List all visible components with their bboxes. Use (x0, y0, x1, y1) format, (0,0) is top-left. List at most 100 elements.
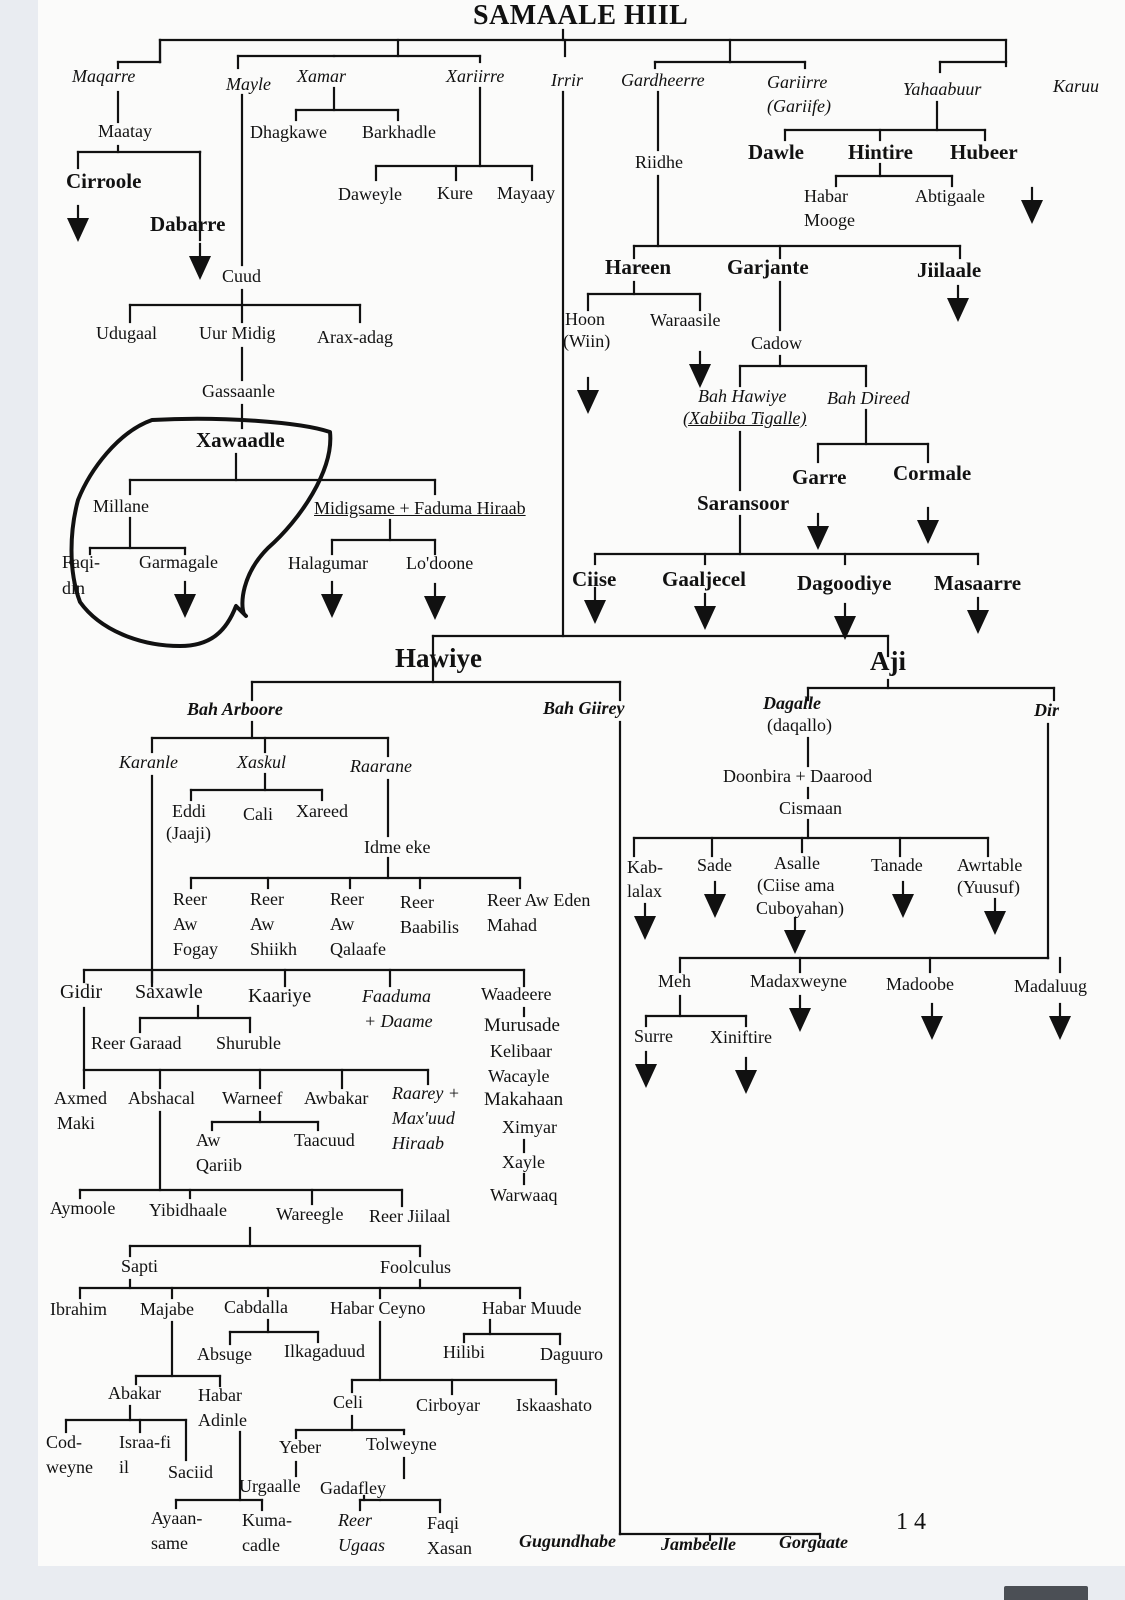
node-dagalle: Dagalle (763, 693, 821, 713)
node-israafiil-1: Israa-fi (119, 1432, 171, 1452)
node-abtigaale: Abtigaale (915, 186, 985, 206)
node-abakar: Abakar (108, 1383, 161, 1403)
node-tolweyne: Tolweyne (366, 1434, 437, 1454)
descent-arrow-icon (917, 520, 939, 544)
node-sade: Sade (697, 855, 732, 875)
descent-arrow-icon (984, 911, 1006, 935)
node-ciise: Ciise (572, 567, 617, 591)
descent-arrow-icon (735, 1070, 757, 1094)
node-daweyle: Daweyle (338, 184, 402, 204)
node-axmed-maki-2: Maki (57, 1113, 95, 1133)
node-sapti: Sapti (121, 1256, 159, 1276)
node-faqi-din-1: Faqi- (62, 552, 100, 572)
node-absuge: Absuge (197, 1344, 252, 1364)
node-habar-muude: Habar Muude (482, 1298, 582, 1318)
descent-arrow-icon (584, 600, 606, 624)
node-surre: Surre (634, 1026, 673, 1046)
node-cormale: Cormale (893, 461, 972, 485)
node-reer-baabilis: Reer Baabilis (400, 892, 459, 937)
node-yibidhaale: Yibidhaale (149, 1200, 227, 1220)
node-gorgaate: Gorgaate (779, 1532, 848, 1552)
descent-arrow-icon (704, 894, 726, 918)
node-saxawle: Saxawle (135, 981, 203, 1003)
node-raarey-2: Max'uud (392, 1108, 455, 1128)
node-dabarre: Dabarre (150, 212, 226, 236)
node-abshacal: Abshacal (128, 1088, 195, 1108)
node-bah-hawiye-1: Bah Hawiye (698, 386, 787, 406)
node-saciid: Saciid (168, 1462, 213, 1482)
descent-arrow-icon (694, 606, 716, 630)
node-codweyne-2: weyne (46, 1457, 93, 1477)
node-hawiye: Hawiye (395, 643, 482, 673)
node-garre: Garre (792, 465, 847, 489)
node-taacuud: Taacuud (294, 1130, 355, 1150)
node-asalle-1: Asalle (774, 853, 820, 873)
node-cirroole: Cirroole (66, 169, 142, 193)
node-faaduma-1: Faaduma (362, 986, 431, 1006)
node-warneef: Warneef (222, 1088, 283, 1108)
node-foolculus: Foolculus (380, 1257, 452, 1277)
node-murusade: Murusade (484, 1015, 560, 1036)
node-tanade: Tanade (871, 855, 923, 875)
descent-arrow-icon (921, 1016, 943, 1040)
node-celi: Celi (333, 1392, 363, 1412)
node-uur-midig: Uur Midig (199, 323, 276, 343)
node-madaluug: Madaluug (1014, 976, 1087, 996)
node-hintire: Hintire (848, 140, 913, 164)
node-awrtable-2: (Yuusuf) (957, 877, 1020, 897)
node-ilkagaduud: Ilkagaduud (284, 1341, 365, 1361)
node-xayle: Xayle (502, 1152, 545, 1172)
descent-arrow-icon (1049, 1016, 1071, 1040)
node-israafiil-2: il (119, 1457, 130, 1477)
node-dagoodiye: Dagoodiye (797, 571, 892, 595)
node-wareegle: Wareegle (276, 1204, 344, 1224)
node-dhagkawe: Dhagkawe (250, 122, 327, 142)
node-daguuro: Daguuro (540, 1344, 603, 1364)
node-reer-ugaas-1: Reer (338, 1510, 372, 1530)
node-cismaan: Cismaan (779, 798, 842, 818)
node-dawle: Dawle (748, 140, 804, 164)
descent-arrow-icon (1021, 200, 1043, 224)
node-iskaashato: Iskaashato (516, 1395, 592, 1415)
node-awrtable-1: Awrtable (957, 855, 1023, 875)
node-habar-adinle-2: Adinle (198, 1410, 247, 1430)
descent-arrow-icon (689, 364, 711, 388)
node-gidir: Gidir (60, 981, 103, 1003)
node-urgaalle: Urgaalle (239, 1476, 301, 1496)
node-madoobe: Madoobe (886, 974, 954, 994)
node-jiilaale: Jiilaale (917, 258, 982, 282)
descent-arrow-icon (634, 916, 656, 940)
page-number: 1 4 (896, 1509, 926, 1535)
node-cali: Cali (243, 804, 273, 824)
node-kure: Kure (437, 183, 473, 203)
node-mayaay: Mayaay (497, 183, 555, 203)
node-hareen: Hareen (605, 255, 672, 279)
node-meh: Meh (658, 971, 691, 991)
node-reer-aw-fogay: Reer Aw Fogay (173, 889, 218, 959)
node-faqi-din-2: din (62, 578, 86, 598)
node-jambeelle: Jambeelle (661, 1534, 736, 1554)
node-kablalax-1: Kab- (627, 857, 663, 877)
node-dir: Dir (1034, 700, 1060, 720)
node-aymoole: Aymoole (50, 1198, 116, 1218)
node-irrir: Irrir (551, 70, 584, 90)
node-reer-aw-eden-1: Reer Aw Eden (487, 890, 591, 910)
node-cadow: Cadow (751, 333, 802, 353)
node-masaarre: Masaarre (934, 571, 1022, 595)
node-bah-giirey: Bah Giirey (543, 698, 625, 718)
descent-arrow-icon (424, 596, 446, 620)
node-makahaan: Makahaan (484, 1089, 564, 1110)
node-maatay: Maatay (98, 121, 152, 141)
node-maqarre: Maqarre (72, 66, 136, 86)
node-shuruble: Shuruble (216, 1033, 281, 1053)
node-aw-qariib-2: Qariib (196, 1155, 242, 1175)
page-footer-bar (1004, 1586, 1088, 1600)
node-reer-aw-shiikh: Reer Aw Shiikh (250, 889, 298, 959)
node-wacayle: Wacayle (488, 1066, 550, 1086)
node-aw-qariib-1: Aw (196, 1130, 221, 1150)
node-kumacadle-2: cadle (242, 1535, 280, 1555)
tree-title: SAMAALE HIIL (473, 0, 689, 31)
node-gassaanle: Gassaanle (202, 381, 275, 401)
node-xareed: Xareed (296, 801, 348, 821)
node-eddi-2: (Jaaji) (166, 823, 211, 843)
